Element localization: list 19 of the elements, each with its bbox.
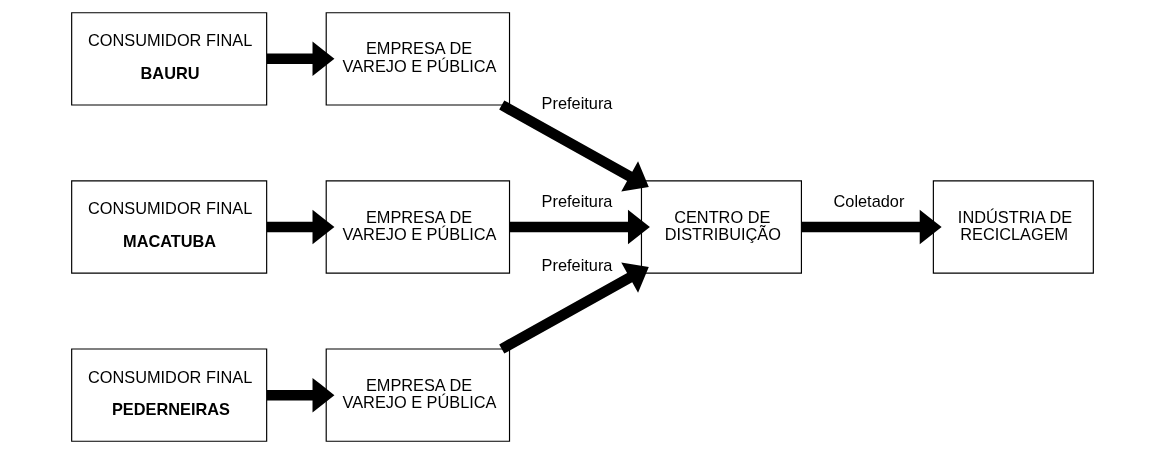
arrow	[498, 100, 649, 192]
node-box: CENTRO DE DISTRIBUIÇÃO	[640, 180, 802, 274]
node-box: EMPRESA DE VAREJO E PÚBLICA	[325, 180, 510, 274]
arrow	[498, 262, 649, 354]
node-box: INDÚSTRIA DE RECICLAGEM	[932, 180, 1094, 274]
arrow	[266, 41, 334, 77]
arrow	[266, 209, 334, 245]
node-box: CONSUMIDOR FINAL PEDERNEIRAS	[70, 348, 267, 442]
edge-label: Coletador	[833, 191, 904, 210]
node-box: EMPRESA DE VAREJO E PÚBLICA	[325, 348, 510, 442]
arrow	[266, 377, 334, 413]
edge-label: Prefeitura	[541, 191, 612, 210]
arrow	[509, 209, 650, 245]
node-box: EMPRESA DE VAREJO E PÚBLICA	[325, 12, 510, 106]
arrow	[801, 209, 942, 245]
edge-label: Prefeitura	[541, 93, 612, 112]
node-box: CONSUMIDOR FINAL MACATUBA	[70, 180, 267, 274]
node-box: CONSUMIDOR FINAL BAURU	[70, 12, 267, 106]
edge-label: Prefeitura	[541, 256, 612, 275]
